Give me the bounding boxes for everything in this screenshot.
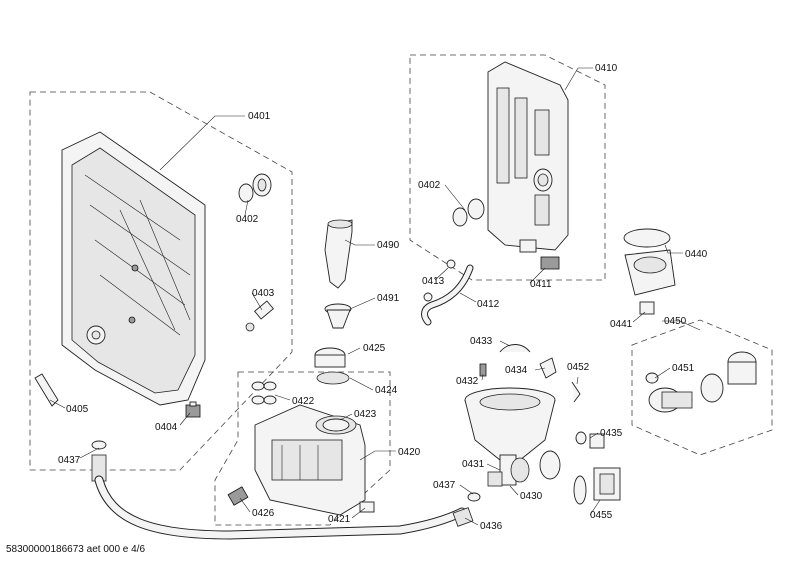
label-0435: 0435: [600, 428, 623, 439]
drain-pump-part: [645, 351, 757, 413]
circulation-pump-part: [623, 228, 676, 315]
label-0452: 0452: [567, 362, 590, 373]
label-0411: 0411: [530, 279, 552, 290]
label-0450: 0450: [664, 316, 687, 327]
label-0405: 0405: [66, 404, 89, 415]
connector-part: [185, 401, 201, 418]
label-0434: 0434: [505, 365, 528, 376]
clip-part-3: [539, 357, 557, 379]
small-hose-part: [421, 259, 474, 326]
leader-lines: [49, 67, 701, 526]
label-0437-sump: 0437: [433, 480, 456, 491]
label-0455: 0455: [590, 510, 613, 521]
nozzle-part: [452, 492, 481, 527]
label-0440: 0440: [685, 249, 708, 260]
sensor-part-2: [575, 431, 605, 449]
label-0437: 0437: [58, 455, 81, 466]
group-outline-0450: [631, 319, 773, 456]
label-0424: 0424: [375, 385, 398, 396]
clip-part: [34, 373, 59, 407]
sump-part: [464, 387, 561, 487]
valve-connector-part: [227, 486, 249, 506]
label-0436: 0436: [480, 521, 503, 532]
label-0403: 0403: [252, 288, 275, 299]
drain-hose-part: [91, 440, 467, 540]
label-0421: 0421: [328, 514, 351, 525]
clip-part-2: [359, 501, 375, 513]
label-0410: 0410: [595, 63, 618, 74]
label-0423: 0423: [354, 409, 377, 420]
group-outline-0401: [29, 91, 293, 471]
document-footer: 58300000186673 aet 000 e 4/6: [6, 544, 146, 555]
label-0433: 0433: [470, 336, 493, 347]
cap-part: [324, 303, 352, 329]
label-0420: 0420: [398, 447, 421, 458]
cover-part: [499, 344, 531, 353]
label-0404: 0404: [155, 422, 178, 433]
label-0491: 0491: [377, 293, 400, 304]
label-0431: 0431: [462, 459, 485, 470]
heater-pump-part: [573, 467, 621, 505]
gasket-ring-part: [238, 173, 272, 203]
sensor-part: [540, 256, 560, 270]
water-softener-part: [254, 404, 366, 516]
label-0401: 0401: [248, 111, 271, 122]
screw-part: [479, 363, 487, 377]
label-0402-tank: 0402: [418, 180, 441, 191]
seal-set-part: [251, 381, 277, 405]
valve-part: [245, 300, 274, 332]
label-0430: 0430: [520, 491, 543, 502]
label-0425: 0425: [363, 343, 386, 354]
gasket-ring-part-2: [452, 198, 485, 227]
label-0422: 0422: [292, 396, 315, 407]
clamp-part: [571, 381, 581, 403]
label-0432: 0432: [456, 376, 479, 387]
float-cap-part: [314, 347, 350, 385]
tank-cover-part: [487, 61, 569, 253]
side-panel-part: [61, 131, 206, 406]
label-0402: 0402: [236, 214, 259, 225]
label-0441: 0441: [610, 319, 633, 330]
label-0412: 0412: [477, 299, 500, 310]
group-outline-0410: [409, 54, 606, 281]
label-0426: 0426: [252, 508, 275, 519]
funnel-part: [324, 219, 353, 289]
label-0451: 0451: [672, 363, 695, 374]
label-0490: 0490: [377, 240, 400, 251]
label-0413: 0413: [422, 276, 445, 287]
